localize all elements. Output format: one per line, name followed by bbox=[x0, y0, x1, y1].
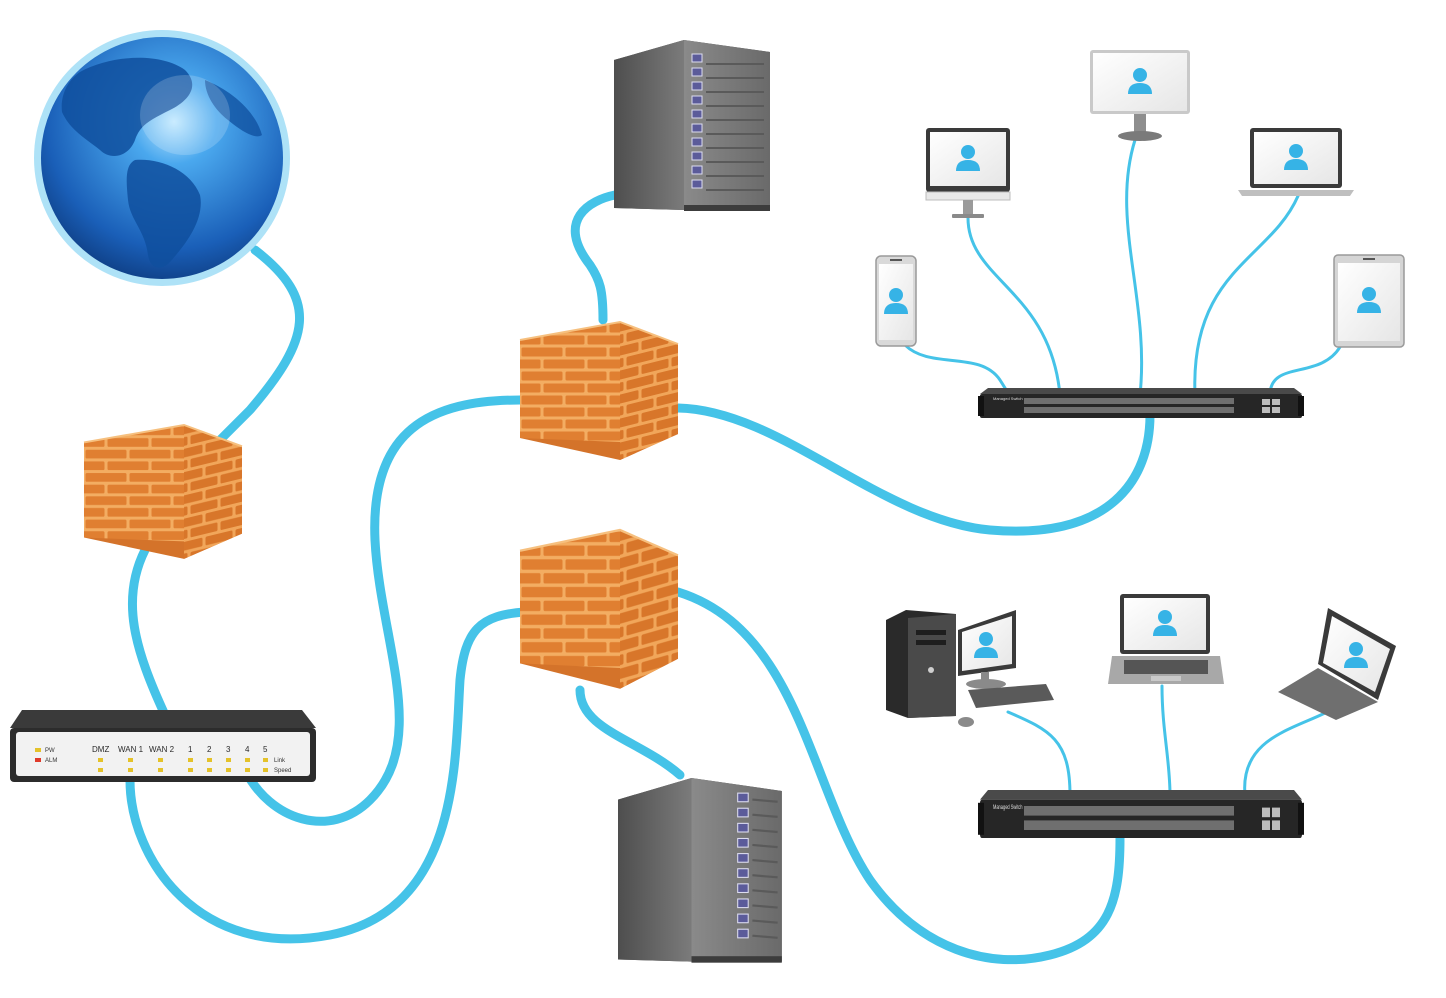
router-port-label: 1 bbox=[188, 745, 193, 754]
switch-icon: Managed Switch bbox=[978, 388, 1304, 418]
desktop-icon bbox=[886, 610, 1054, 727]
monitor-icon bbox=[1090, 50, 1190, 141]
cable-firewall-server-top bbox=[570, 190, 620, 325]
router-wan2-label: WAN 2 bbox=[149, 745, 175, 754]
firewall-icon bbox=[83, 424, 243, 560]
switch-ports bbox=[1024, 806, 1280, 830]
firewall-icon bbox=[519, 321, 679, 461]
cable-laptop-switch bbox=[1193, 194, 1300, 397]
cables bbox=[125, 190, 1155, 965]
switch-label: Managed Switch bbox=[993, 396, 1023, 401]
cable-laptop2-switch bbox=[1160, 684, 1172, 797]
cable-firewall-server-bottom bbox=[575, 685, 685, 780]
router-wan1-label: WAN 1 bbox=[118, 745, 144, 754]
laptop-icon bbox=[1278, 608, 1396, 720]
laptop-icon bbox=[1238, 128, 1354, 196]
cable-firewall-switch-top bbox=[673, 403, 1155, 536]
switch-ports bbox=[1024, 398, 1280, 413]
router-port-label: 2 bbox=[207, 745, 212, 754]
router-port-label: 4 bbox=[245, 745, 250, 754]
cable-globe-firewall bbox=[210, 245, 305, 450]
switch-icon: Managed Switch bbox=[978, 790, 1304, 838]
device-cables bbox=[903, 138, 1342, 797]
router-pw-label: PW bbox=[45, 748, 55, 754]
switch-label: Managed Switch bbox=[993, 804, 1023, 811]
server-icon bbox=[614, 40, 770, 211]
cable-monitor-switch bbox=[1125, 138, 1144, 397]
cable-desktop-switch bbox=[966, 216, 1062, 397]
tablet-icon bbox=[1333, 254, 1405, 348]
phone-icon bbox=[875, 255, 917, 347]
desktop-icon bbox=[925, 128, 1011, 218]
laptop-icon bbox=[1108, 594, 1224, 684]
cable-router-firewall-bottom bbox=[125, 607, 530, 944]
router-dmz-label: DMZ bbox=[92, 745, 109, 754]
router-leds bbox=[35, 748, 268, 772]
router-icon: PW ALM DMZ WAN 1 WAN 2 1 2 3 4 5 Link Sp… bbox=[10, 710, 316, 782]
router-alm-label: ALM bbox=[45, 758, 57, 764]
router-link-label: Link bbox=[274, 758, 286, 764]
firewall-icon bbox=[518, 528, 680, 690]
cable-laptop3-switch bbox=[1243, 711, 1327, 797]
cable-pc-switch bbox=[1006, 710, 1072, 797]
cable-firewall-router bbox=[127, 545, 170, 720]
cable-firewall-switch-bottom bbox=[673, 587, 1125, 965]
cable-router-firewall-top bbox=[240, 395, 525, 826]
globe-icon bbox=[34, 30, 290, 286]
server-icon bbox=[618, 778, 782, 963]
router-port-label: 3 bbox=[226, 745, 231, 754]
router-speed-label: Speed bbox=[274, 768, 291, 774]
cable-tablet-switch bbox=[1268, 345, 1342, 397]
router-port-label: 5 bbox=[263, 745, 268, 754]
